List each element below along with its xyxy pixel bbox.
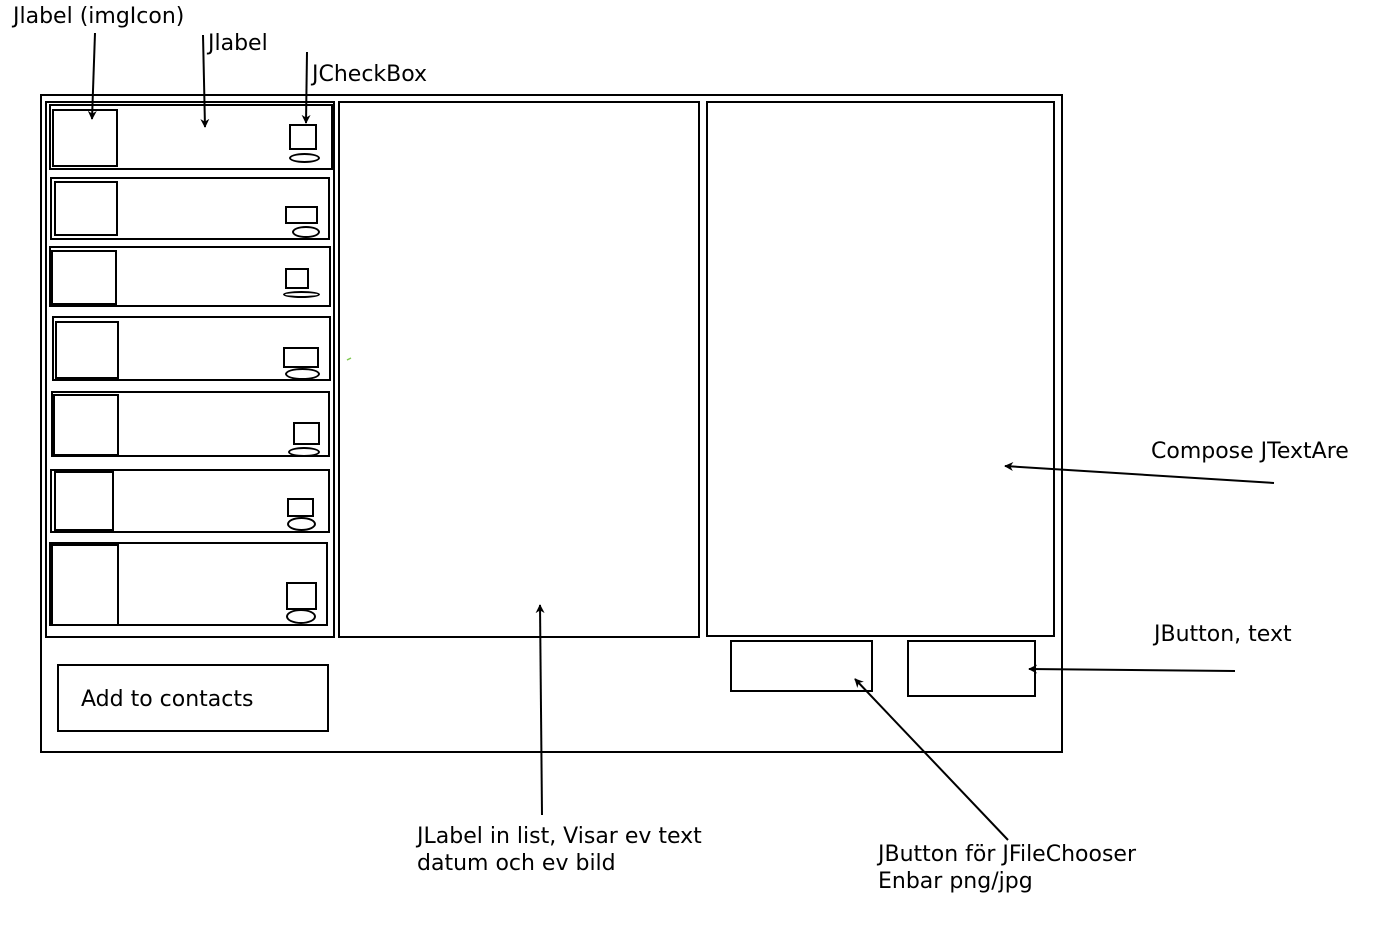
message-list-panel: [338, 101, 700, 638]
checkbox-indicator-icon: [292, 226, 320, 238]
checkbox-indicator-icon: [288, 447, 320, 457]
app-window: [40, 94, 1063, 753]
contact-row[interactable]: [49, 246, 331, 307]
contact-avatar-icon: [51, 250, 117, 305]
contact-checkbox[interactable]: [283, 347, 319, 368]
contact-checkbox[interactable]: [285, 268, 309, 289]
contact-checkbox[interactable]: [285, 206, 318, 224]
annotation-list-label-line2: datum och ev bild: [417, 851, 616, 876]
arrow-list-label: [535, 604, 545, 816]
contact-row[interactable]: [50, 177, 330, 240]
arrow-compose: [1004, 462, 1275, 484]
contact-row[interactable]: [52, 316, 331, 381]
stray-mark: [346, 357, 352, 361]
contact-avatar-icon: [51, 544, 119, 626]
add-to-contacts-button[interactable]: Add to contacts: [57, 664, 329, 732]
annotation-file-chooser-line2: Enbar png/jpg: [878, 869, 1033, 894]
annotation-checkbox: JCheckBox: [312, 62, 428, 87]
checkbox-indicator-icon: [286, 609, 316, 624]
checkbox-indicator-icon: [289, 153, 320, 163]
contact-avatar-icon: [52, 109, 118, 167]
contact-row[interactable]: [51, 391, 330, 457]
checkbox-indicator-icon: [287, 517, 316, 531]
contact-avatar-icon: [54, 471, 114, 531]
contact-row[interactable]: [50, 469, 330, 533]
file-chooser-button[interactable]: [730, 640, 873, 692]
contact-row[interactable]: [49, 542, 328, 626]
arrow-button-text: [1028, 664, 1236, 674]
annotation-file-chooser-line1: JButton för JFileChooser: [878, 842, 1136, 867]
checkbox-indicator-icon: [283, 291, 320, 298]
contact-row[interactable]: [49, 104, 333, 170]
annotation-img-icon-label: Jlabel (imgIcon): [13, 4, 185, 29]
contact-avatar-icon: [53, 394, 119, 456]
contact-checkbox[interactable]: [289, 124, 317, 150]
compose-text-area[interactable]: [706, 101, 1055, 637]
arrow-file-chooser: [854, 678, 1009, 841]
contact-list-panel: [45, 101, 335, 638]
annotation-label: Jlabel: [208, 31, 268, 56]
contact-avatar-icon: [54, 181, 118, 236]
checkbox-indicator-icon: [285, 368, 320, 380]
annotation-list-label-line1: JLabel in list, Visar ev text: [417, 824, 702, 849]
annotation-compose: Compose JTextAre: [1151, 439, 1349, 464]
arrow-checkbox: [301, 51, 311, 124]
contact-avatar-icon: [55, 321, 119, 379]
arrow-label: [200, 34, 210, 128]
add-to-contacts-label: Add to contacts: [81, 687, 254, 712]
contact-checkbox[interactable]: [287, 498, 314, 517]
contact-checkbox[interactable]: [293, 422, 320, 445]
annotation-button-text: JButton, text: [1154, 622, 1292, 647]
arrow-img-icon: [87, 32, 97, 120]
